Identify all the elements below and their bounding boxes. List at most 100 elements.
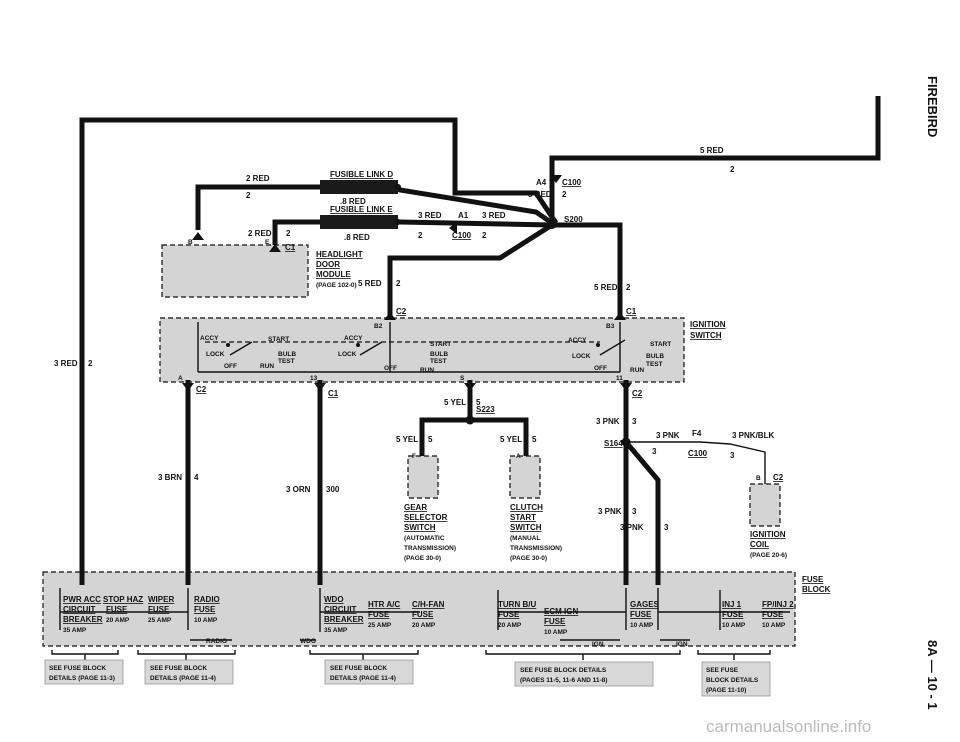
fuse-inj1-1: FUSE	[722, 610, 744, 619]
fuse-inj1-0: INJ 1	[722, 600, 742, 609]
label-sw-lock-2: LOCK	[338, 351, 357, 358]
label-clutch-2: SWITCH	[510, 523, 542, 532]
label-3pnk-a: 3 PNK	[596, 417, 620, 426]
label-sw-off-1: OFF	[224, 363, 237, 370]
label-coil-2: (PAGE 20-6)	[750, 552, 787, 559]
label-5yel-gear-n: 5	[428, 435, 433, 444]
brace-n5	[697, 650, 771, 660]
label-5yel-gear: 5 YEL	[396, 435, 418, 444]
label-sw-start-1: START	[268, 336, 289, 343]
fuse-htr-2: 25 AMP	[368, 622, 392, 629]
label-clutch-0: CLUTCH	[510, 503, 543, 512]
label-3red-b: 3 RED	[482, 211, 506, 220]
label-c2-top: C2	[396, 307, 407, 316]
fuse-inj2-0: FP/INJ 2	[762, 600, 794, 609]
fuse-pwr-acc-0: PWR ACC	[63, 595, 101, 604]
label-3pnk-a-n: 3	[632, 417, 637, 426]
label-gear-4: TRANSMISSION)	[404, 545, 456, 552]
label-gear-1: SELECTOR	[404, 513, 448, 522]
fuse-wiper-0: WIPER	[148, 595, 174, 604]
connector-arrows	[182, 175, 632, 391]
label-pin-f: F	[412, 453, 416, 460]
switch-contact-dot-3	[596, 343, 600, 347]
c2-top-arrow	[384, 312, 396, 320]
hl-pin-b-arrow	[192, 232, 204, 240]
component-labels: FUSIBLE LINK D FUSIBLE LINK E HEADLIGHT …	[200, 170, 831, 594]
label-fusible-d: FUSIBLE LINK D	[330, 170, 393, 179]
label-fuse-block-1: BLOCK	[802, 585, 831, 594]
fuse-ecm-2: 10 AMP	[544, 629, 568, 636]
wire-labels: 5 RED 2 2 RED 2 .8 RED .8 RED 2 RED 2 3 …	[54, 146, 774, 532]
label-sw-lock-1: LOCK	[206, 351, 225, 358]
label-a1: A1	[458, 211, 469, 220]
switch-bus-lines	[197, 322, 621, 372]
label-3brn-n: 4	[194, 473, 199, 482]
note-n2-0: SEE FUSE BLOCK	[150, 665, 207, 672]
label-sw-test-3: TEST	[646, 361, 663, 368]
label-5red-c100: 5 RED	[528, 190, 552, 199]
fuse-turn-2: 20 AMP	[498, 622, 522, 629]
note-braces	[51, 650, 771, 660]
s200-splice-dot	[547, 219, 557, 229]
label-sw-accy-3: ACCY	[568, 337, 587, 344]
fuse-stop-haz-2: 20 AMP	[106, 617, 130, 624]
label-sw-start-3: START	[650, 341, 671, 348]
label-clutch-3: (MANUAL	[510, 535, 540, 542]
label-pin-a: A	[178, 375, 183, 382]
label-coil-1: COIL	[750, 540, 769, 549]
label-5yel-main: 5 YEL	[444, 398, 466, 407]
label-sw-run-3: RUN	[630, 367, 644, 374]
fuse-gages-1: FUSE	[630, 610, 652, 619]
label-2red-b: 2 RED	[248, 229, 272, 238]
label-3red-left-n: 2	[88, 359, 93, 368]
fuse-wdo-tap: WDO	[300, 638, 316, 645]
fuse-wdo-1: CIRCUIT	[324, 605, 357, 614]
label-5yel-clutch: 5 YEL	[500, 435, 522, 444]
label-3orn: 3 ORN	[286, 485, 311, 494]
note-n5-0: SEE FUSE	[706, 667, 739, 674]
c1-top-arrow	[614, 312, 626, 320]
fuse-pwr-acc-1: CIRCUIT	[63, 605, 96, 614]
c1-mid-arrow	[314, 383, 326, 391]
c2-right-arrow	[620, 383, 632, 391]
ignition-switch-contacts	[197, 322, 626, 373]
fuse-wiper-2: 25 AMP	[148, 617, 172, 624]
label-3red-b-n: 2	[482, 231, 487, 240]
note-n5-1: BLOCK DETAILS	[706, 677, 759, 684]
fuse-chfan-2: 20 AMP	[412, 622, 436, 629]
fuse-radio-tap: RADIO	[206, 638, 227, 645]
label-clutch-1: START	[510, 513, 536, 522]
label-5yel-main-n: 5	[476, 398, 481, 407]
label-8red-a: .8 RED	[340, 197, 366, 206]
fuse-inj2-1: FUSE	[762, 610, 784, 619]
fuse-ecm-1: FUSE	[544, 617, 566, 626]
label-gear-2: SWITCH	[404, 523, 436, 532]
side-title: FIREBIRD	[925, 76, 940, 137]
label-coil-0: IGNITION	[750, 530, 786, 539]
fuse-ign-tap-b: IGN	[676, 641, 688, 648]
fuse-chfan-1: FUSE	[412, 610, 434, 619]
s164-splice-dot	[621, 437, 631, 447]
label-3pnk-b: 3 PNK	[598, 507, 622, 516]
label-3pnk-c: 3 PNK	[620, 523, 644, 532]
fuse-block-outline	[42, 571, 796, 647]
label-3orn-n: 300	[326, 485, 340, 494]
fuse-turn-1: FUSE	[498, 610, 520, 619]
label-c100-top: C100	[562, 178, 582, 187]
fuse-radio-2: 10 AMP	[194, 617, 218, 624]
label-sw-bulb-3: BULB	[646, 353, 664, 360]
label-5red-right: 5 RED	[594, 283, 618, 292]
label-pin-11: 11	[616, 375, 623, 382]
note-box-n2	[144, 659, 234, 685]
gear-selector-outline	[407, 455, 439, 499]
note-n1-0: SEE FUSE BLOCK	[49, 665, 106, 672]
label-c1-hl: C1	[285, 243, 296, 252]
fuse-block-bus	[59, 588, 790, 641]
label-clutch-4: TRANSMISSION)	[510, 545, 562, 552]
label-sw-bulb-1: BULB	[278, 351, 296, 358]
wire-3red-main	[79, 117, 559, 585]
label-sw-accy-2: ACCY	[344, 335, 363, 342]
label-c100-mid: C100	[452, 231, 472, 240]
wire-8red-b	[272, 219, 553, 245]
